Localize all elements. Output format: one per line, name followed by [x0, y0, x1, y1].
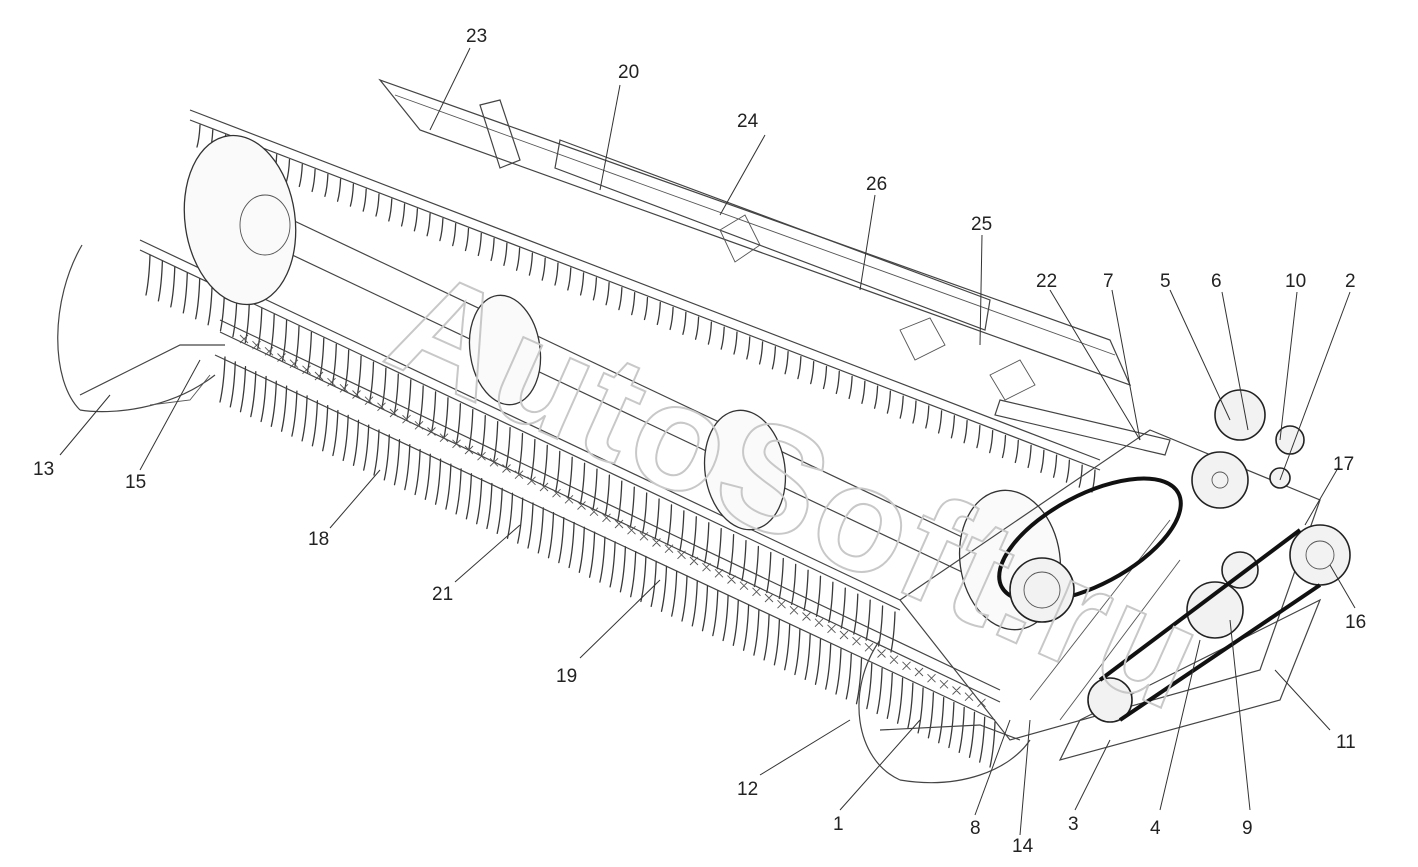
- callout-19: 19: [556, 666, 577, 687]
- upper-tine-bar: [189, 109, 1101, 493]
- callout-4: 4: [1150, 818, 1161, 839]
- callout-14: 14: [1012, 836, 1034, 857]
- callout-13: 13: [33, 459, 54, 480]
- lower-tine-bar: [214, 319, 1001, 768]
- callout-18: 18: [308, 529, 329, 550]
- callout-11: 11: [1336, 732, 1356, 753]
- left-skid: [57, 244, 225, 413]
- callout-5: 5: [1160, 271, 1171, 292]
- callout-8: 8: [970, 818, 981, 839]
- callout-25: 25: [971, 214, 992, 235]
- drive-pulleys: [997, 389, 1351, 723]
- callout-3: 3: [1068, 814, 1079, 835]
- callout-2: 2: [1345, 271, 1356, 292]
- leader-lines: [59, 47, 1356, 836]
- callout-15: 15: [125, 472, 146, 493]
- callout-9: 9: [1242, 818, 1253, 839]
- callout-24: 24: [737, 111, 759, 132]
- callout-1: 1: [833, 814, 844, 835]
- callout-12: 12: [737, 779, 758, 800]
- callout-7: 7: [1103, 271, 1114, 292]
- reel-shaft: [249, 199, 1001, 591]
- callout-23: 23: [466, 26, 487, 47]
- callout-26: 26: [866, 174, 887, 195]
- callout-6: 6: [1211, 271, 1222, 292]
- callout-17: 17: [1333, 454, 1354, 475]
- callout-22: 22: [1036, 271, 1057, 292]
- callout-labels: 23 20 24 26 25 22 7 5 6 10 2 17 16 11 13…: [33, 26, 1366, 857]
- callout-20: 20: [618, 62, 639, 83]
- mid-tine-bar: [139, 239, 901, 653]
- callout-21: 21: [432, 584, 453, 605]
- watermark: AutoSoft.ru: [367, 236, 1229, 743]
- callout-16: 16: [1345, 612, 1366, 633]
- callout-10: 10: [1285, 271, 1306, 292]
